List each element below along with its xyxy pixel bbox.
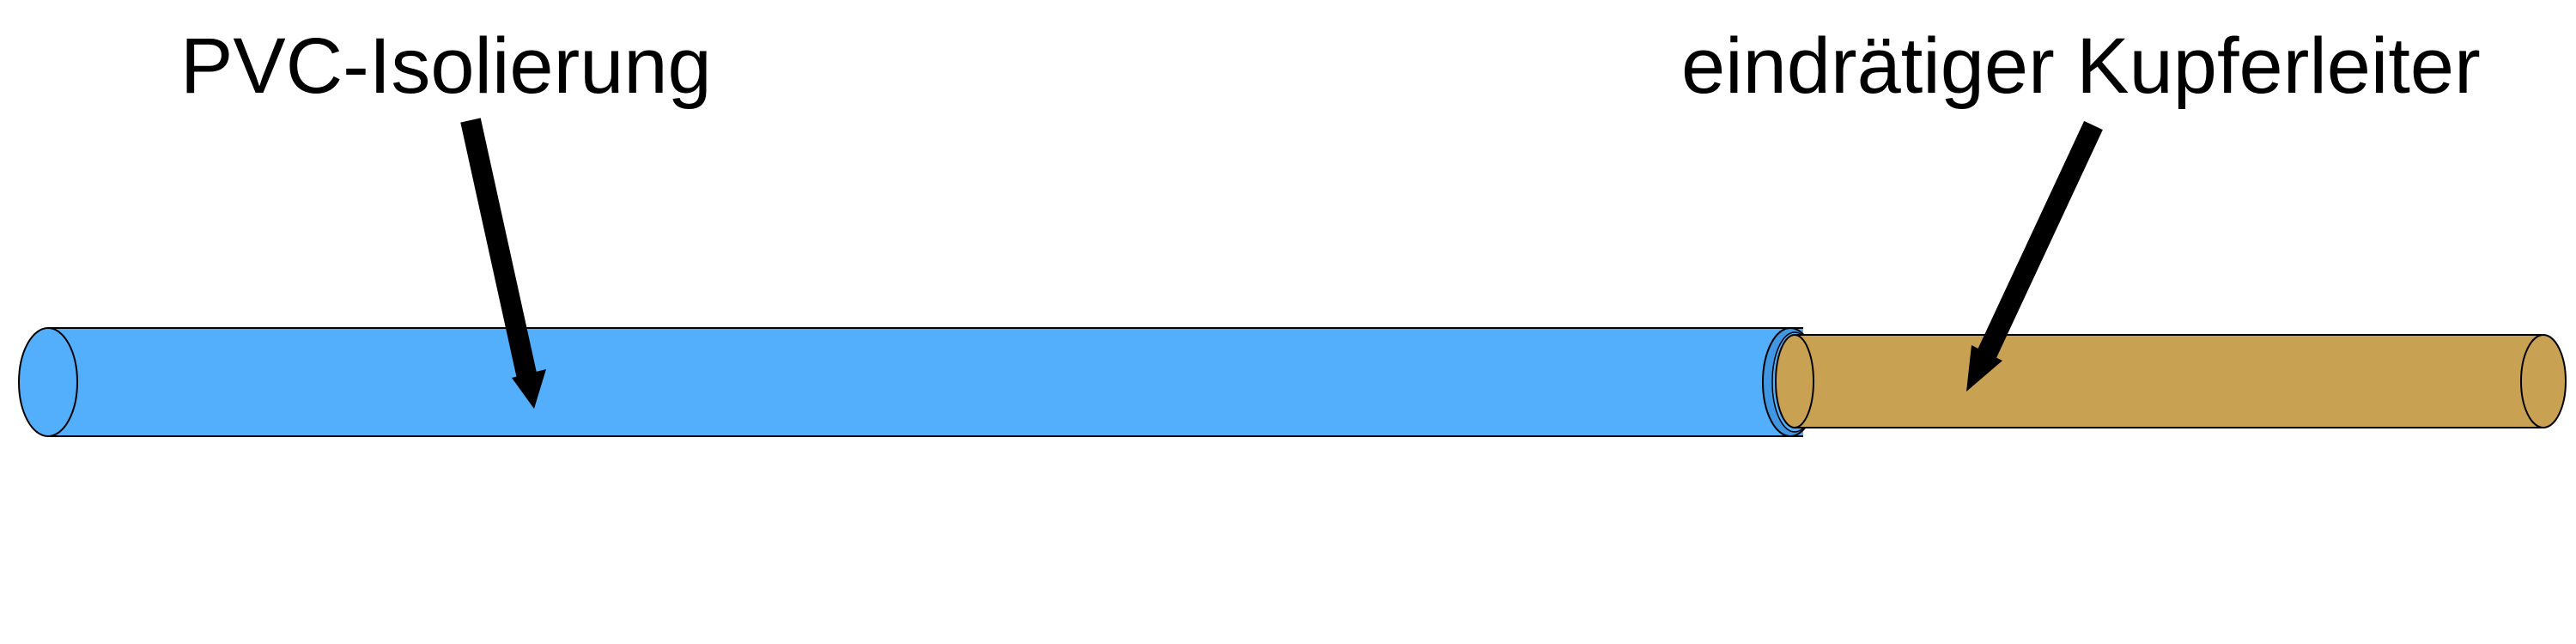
callout-conductor: eindrätiger Kupferleiter (1681, 22, 2481, 392)
insulation-left-end (18, 327, 78, 437)
callout-insulation: PVC-Isolierung (180, 22, 712, 409)
copper-conductor (1775, 334, 2567, 428)
insulation-arrow-shaft (460, 118, 538, 380)
conductor-right-end (2520, 334, 2567, 428)
conductor-left-end (1775, 334, 1814, 428)
pvc-insulation (18, 327, 1819, 437)
insulation-label: PVC-Isolierung (180, 22, 712, 110)
insulation-arrow-head (512, 369, 546, 409)
conductor-arrow-shaft (1978, 120, 2103, 359)
conductor-arrow-head (1966, 345, 2002, 392)
insulation-body (48, 328, 1803, 436)
conductor-label: eindrätiger Kupferleiter (1681, 22, 2481, 110)
conductor-body (1795, 335, 2542, 428)
